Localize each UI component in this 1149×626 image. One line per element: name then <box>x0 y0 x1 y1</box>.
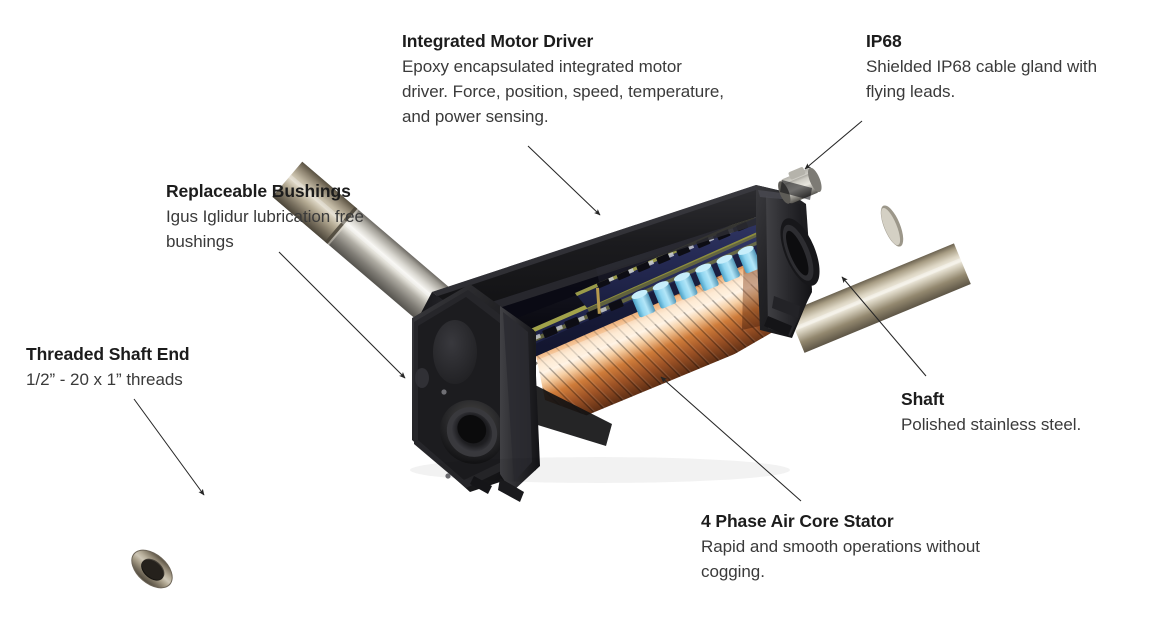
capacitor <box>737 245 762 274</box>
callout-body: Polished stainless steel. <box>901 415 1082 435</box>
shaft-right-body <box>787 243 971 353</box>
end-cap-left <box>412 284 540 502</box>
callout-title: Threaded Shaft End <box>26 344 190 364</box>
callout-body: Epoxy encapsulated integrated motor driv… <box>402 57 724 127</box>
callout-title: Shaft <box>901 389 945 409</box>
threaded-shaft-collar <box>272 161 358 244</box>
capacitor <box>631 289 655 318</box>
arrow-integrated-motor-driver <box>527 145 601 216</box>
arrow-shaft <box>841 276 927 377</box>
arrow-replaceable-bushings <box>278 251 406 379</box>
callout-body: 1/2” - 20 x 1” threads <box>26 370 183 390</box>
callout-body: Shielded IP68 cable gland with flying le… <box>866 57 1097 102</box>
callout-threaded-shaft-end: Threaded Shaft End 1/2” - 20 x 1” thread… <box>26 343 266 392</box>
housing-shell-top <box>432 185 790 320</box>
callout-title: Replaceable Bushings <box>166 181 351 201</box>
arrow-ip68 <box>804 120 863 170</box>
arrow-threaded-shaft-end <box>133 398 205 496</box>
callout-body: Igus Iglidur lubrication free bushings <box>166 207 364 252</box>
end-cap-right <box>756 185 820 338</box>
callout-body: Rapid and smooth operations without cogg… <box>701 537 980 582</box>
capacitor <box>652 281 677 309</box>
end-cap-face-disc <box>433 320 477 384</box>
capacitor <box>695 263 719 291</box>
callout-title: 4 Phase Air Core Stator <box>701 511 894 531</box>
callout-replaceable-bushings: Replaceable Bushings Igus Iglidur lubric… <box>166 180 416 254</box>
callout-4-phase-air-core-stator: 4 Phase Air Core Stator Rapid and smooth… <box>701 510 981 584</box>
shaft-tip-face <box>131 549 173 589</box>
capacitor <box>716 254 740 283</box>
arrow-4-phase-air-core-stator <box>660 376 802 502</box>
capacitor <box>673 272 698 300</box>
pcb-interconnect <box>596 287 601 314</box>
shaft-right-assembly <box>787 205 971 353</box>
callout-shaft: Shaft Polished stainless steel. <box>901 388 1141 437</box>
callout-integrated-motor-driver: Integrated Motor Driver Epoxy encapsulat… <box>402 30 732 130</box>
callout-title: Integrated Motor Driver <box>402 31 594 51</box>
screw-head <box>445 473 451 479</box>
screw-head <box>441 389 447 395</box>
callout-ip68: IP68 Shielded IP68 cable gland with flyi… <box>866 30 1136 104</box>
callout-title: IP68 <box>866 31 902 51</box>
